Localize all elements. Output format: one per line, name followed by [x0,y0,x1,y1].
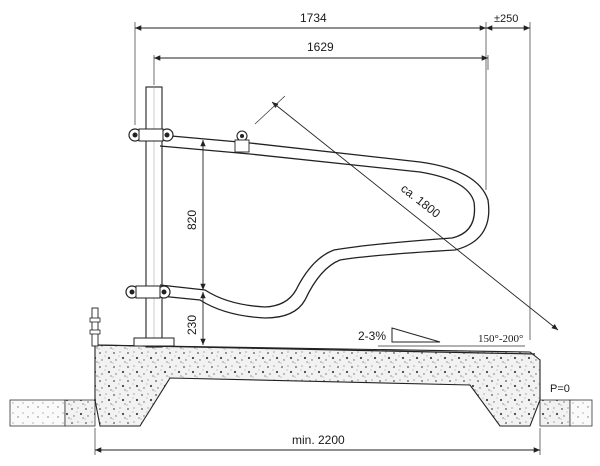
vertical-post [133,86,175,348]
side-pole [89,307,101,347]
dim-diagonal: ca. 1800 [398,181,443,221]
upper-clamp [128,128,174,142]
dim-base-length: min. 2200 [292,433,345,447]
concrete-foundation [9,344,593,427]
lower-clamp [125,285,171,299]
rail-bracket [234,130,250,153]
angle-label: 150°-200° [478,333,523,345]
slope-label: 2-3% [358,329,386,343]
dim-inner-width: 1629 [307,40,334,54]
handrail-loop [159,134,490,319]
slope-indicator [378,327,525,347]
dim-height-upper: 820 [185,210,199,230]
dim-extension: ±250 [494,13,518,25]
pressure-label: P=0 [550,383,570,395]
dim-height-lower: 230 [185,315,199,335]
dim-overall-width: 1734 [300,11,327,25]
